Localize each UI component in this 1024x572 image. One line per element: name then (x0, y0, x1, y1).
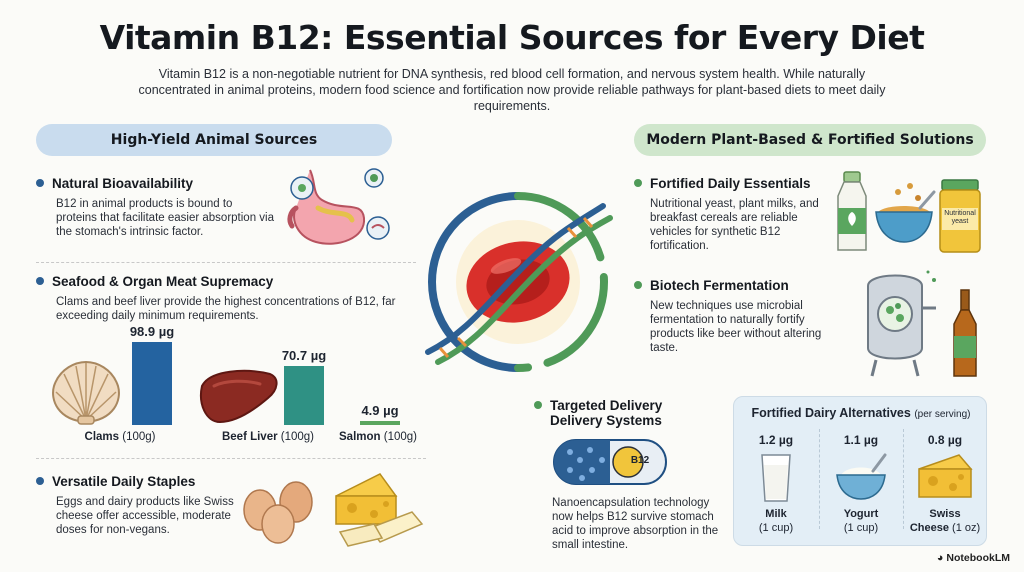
bar-beef-liver (284, 365, 324, 425)
staples-text: Eggs and dairy products like Swiss chees… (56, 496, 234, 536)
fermentation-tank-icon (867, 270, 936, 377)
delivery-text: Nanoencapsulation technology now helps B… (552, 497, 719, 551)
essentials-text: Nutritional yeast, plant milks, and brea… (650, 198, 819, 252)
yogurt-bowl-icon (836, 453, 887, 500)
milk-value: 1.2 µg (758, 433, 794, 447)
staples-heading: Versatile Daily Staples (36, 474, 195, 489)
dairy-yogurt: 1.1 µg Yogurt(1 cup) (819, 433, 903, 534)
bar-category-label: Salmon (100g) (339, 431, 417, 443)
nanocapsule-icon (553, 439, 667, 485)
biotech-text: New techniques use microbial fermentatio… (650, 300, 822, 354)
clam-shell-icon (52, 360, 120, 425)
cereal-bowl-icon (875, 183, 936, 243)
beer-bottle-icon (953, 289, 977, 377)
bar-category-label: Beef Liver (100g) (221, 431, 315, 443)
beef-liver-icon (200, 369, 278, 424)
dairy-milk: 1.2 µg Milk(1 cup) (734, 433, 818, 534)
bar-value-label: 98.9 µg (129, 323, 175, 339)
bar-salmon (360, 420, 400, 425)
plant-solutions-header: Modern Plant-Based & Fortified Solutions (634, 124, 986, 156)
swiss-cheese-value: 0.8 µg (927, 433, 963, 447)
bioavailability-heading: Natural Bioavailability (36, 176, 193, 191)
cheese-icon (335, 473, 424, 547)
left-divider-2 (36, 458, 426, 459)
plant-milk-bottle-icon (837, 171, 867, 251)
biotech-heading: Biotech Fermentation (634, 278, 789, 293)
bar-category-label: Clams (100g) (84, 431, 156, 443)
intro-text: Vitamin B12 is a non-negotiable nutrient… (138, 67, 886, 113)
animal-sources-header: High-Yield Animal Sources (36, 124, 392, 156)
essentials-heading: Fortified Daily Essentials (634, 176, 811, 191)
capsule-b12-label: B12 (630, 455, 650, 466)
left-divider-1 (36, 262, 416, 263)
bioavailability-text: B12 in animal products is bound to prote… (56, 198, 274, 238)
bar-value-label: 70.7 µg (281, 347, 327, 363)
page-title: Vitamin B12: Essential Sources for Every… (99, 18, 925, 57)
brand-logo: ◕ NotebookLM (936, 552, 1010, 564)
bar-value-label: 4.9 µg (361, 402, 399, 418)
seafood-heading: Seafood & Organ Meat Supremacy (36, 274, 273, 289)
stomach-icon (287, 168, 390, 245)
yogurt-value: 1.1 µg (843, 433, 879, 447)
dairy-alternatives-panel: Fortified Dairy Alternatives (per servin… (733, 396, 987, 546)
yogurt-label: Yogurt(1 cup) (843, 508, 879, 534)
bar-clams (132, 341, 172, 425)
nutritional-yeast-jar-icon (939, 179, 981, 253)
dairy-title: Fortified Dairy Alternatives (per servin… (751, 406, 971, 420)
seafood-text: Clams and beef liver provide the highest… (56, 296, 396, 322)
red-blood-cell-dna-icon (425, 192, 613, 372)
milk-glass-icon (761, 454, 791, 502)
eggs-icon (243, 481, 313, 544)
milk-label: Milk(1 cup) (758, 508, 794, 534)
swiss-cheese-icon (918, 454, 973, 498)
